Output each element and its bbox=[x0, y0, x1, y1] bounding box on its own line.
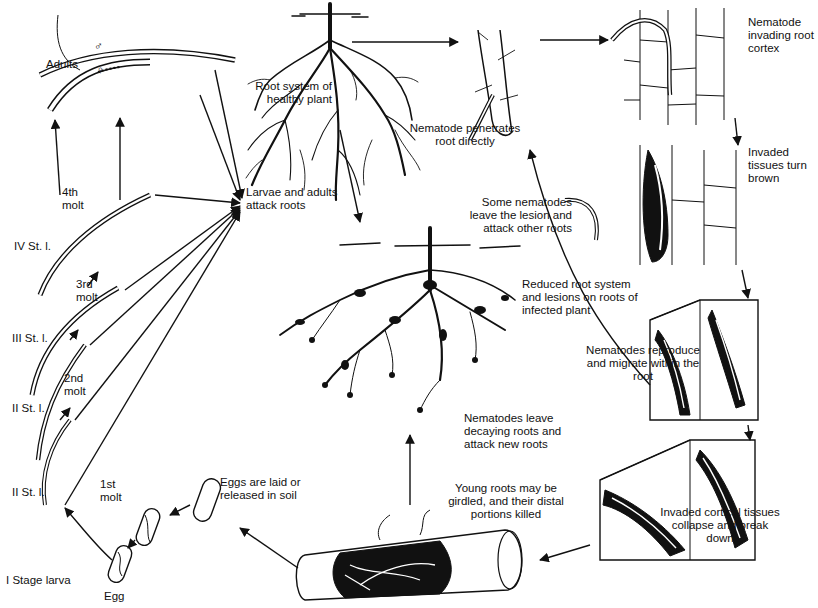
caption-label: Nematodes reproduce and migrate within t… bbox=[580, 344, 706, 383]
eggs bbox=[106, 476, 223, 584]
caption-label: III St. l. bbox=[12, 332, 74, 345]
caption-label: Root system of healthy plant bbox=[222, 80, 332, 106]
caption-label: 4th molt bbox=[62, 186, 94, 212]
cycle-arrows bbox=[55, 40, 750, 568]
caption-label: Nematodes leave decaying roots and attac… bbox=[464, 412, 588, 451]
caption-label: ♂ bbox=[94, 40, 108, 53]
larval-stages bbox=[32, 15, 235, 505]
caption-label: Nematode invading root cortex bbox=[748, 16, 816, 55]
caption-label: Eggs are laid or released in soil bbox=[220, 476, 340, 502]
caption-label: IV St. l. bbox=[14, 240, 76, 253]
caption-label: Invaded cortical tissues collapse and br… bbox=[660, 506, 780, 545]
caption-label: Some nematodes leave the lesion and atta… bbox=[452, 196, 572, 235]
browned-tissue bbox=[640, 145, 736, 265]
caption-label: Larvae and adults attack roots bbox=[246, 186, 366, 212]
caption-label: 1st molt bbox=[100, 478, 134, 504]
caption-label: ♀ bbox=[96, 64, 110, 77]
caption-label: Reduced root system and lesions on roots… bbox=[522, 278, 652, 317]
caption-label: Invaded tissues turn brown bbox=[748, 146, 814, 185]
caption-label: 3rd molt bbox=[76, 278, 110, 304]
caption-label: II St. l. bbox=[12, 486, 74, 499]
caption-label: Adults bbox=[46, 58, 96, 71]
caption-label: Nematode penetrates root directly bbox=[400, 122, 530, 148]
caption-label: II St. l. bbox=[12, 402, 74, 415]
caption-label: Egg bbox=[104, 590, 138, 603]
caption-label: 2nd molt bbox=[64, 372, 98, 398]
caption-label: Young roots may be girdled, and their di… bbox=[438, 482, 574, 521]
girdled-root bbox=[296, 510, 522, 600]
root-cortex-cells bbox=[612, 8, 724, 125]
diseased-root-system bbox=[280, 228, 520, 413]
caption-label: I Stage larva bbox=[6, 574, 96, 587]
